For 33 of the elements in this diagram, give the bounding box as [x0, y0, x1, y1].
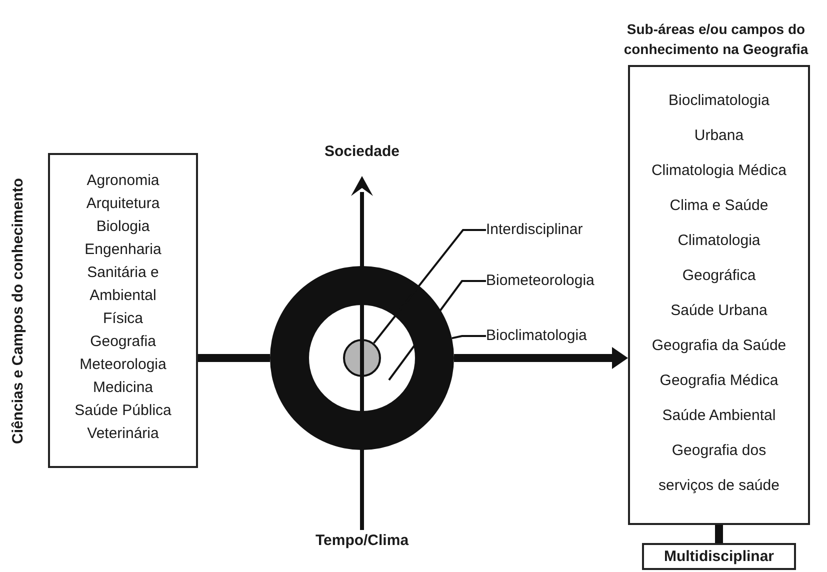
connector-line — [715, 525, 723, 543]
field-name: Agronomia — [86, 171, 160, 191]
connector-line — [198, 354, 270, 362]
label-box: Multidisciplinar — [642, 543, 796, 570]
leader-label: Bioclimatologia — [486, 326, 621, 346]
subarea-name: Saúde Urbana — [670, 301, 768, 321]
leader-label: Interdisciplinar — [486, 220, 621, 240]
side-heading: Ciências e Campos do conhecimento — [10, 178, 26, 444]
field-name: Arquitetura — [85, 194, 161, 214]
subarea-name: Geografia dos serviços de saúde — [658, 441, 780, 496]
box-heading: Sub-áreas e/ou campos do conhecimento na Geografia — [622, 20, 810, 59]
leader-line — [452, 335, 486, 340]
leader-line — [388, 280, 486, 381]
field-name: Geografia — [89, 332, 157, 352]
subarea-name: Bioclimatologia Urbana — [668, 91, 770, 146]
leader-line — [373, 229, 486, 344]
subarea-name: Geografia Médica — [658, 371, 780, 391]
field-name: Biologia — [95, 217, 151, 237]
subarea-name: Climatologia Geográfica — [676, 231, 762, 286]
leader-label: Biometeorologia — [486, 271, 621, 291]
field-name: Física — [102, 309, 144, 329]
subarea-name: Climatologia Médica — [650, 161, 788, 181]
field-name: Saúde Pública — [74, 401, 172, 421]
connector-arrow — [454, 347, 628, 369]
field-name: Meteorologia — [78, 355, 168, 375]
subarea-name: Saúde Ambiental — [661, 406, 777, 426]
subarea-name: Clima e Saúde — [668, 196, 770, 216]
axis-label: Sociedade — [324, 143, 400, 160]
field-name: Veterinária — [86, 424, 160, 444]
field-name: Engenharia Sanitária e Ambiental — [84, 240, 162, 306]
axis-label: Tempo/Clima — [315, 532, 409, 549]
field-name: Medicina — [92, 378, 154, 398]
subarea-name: Geografia da Saúde — [650, 336, 788, 356]
